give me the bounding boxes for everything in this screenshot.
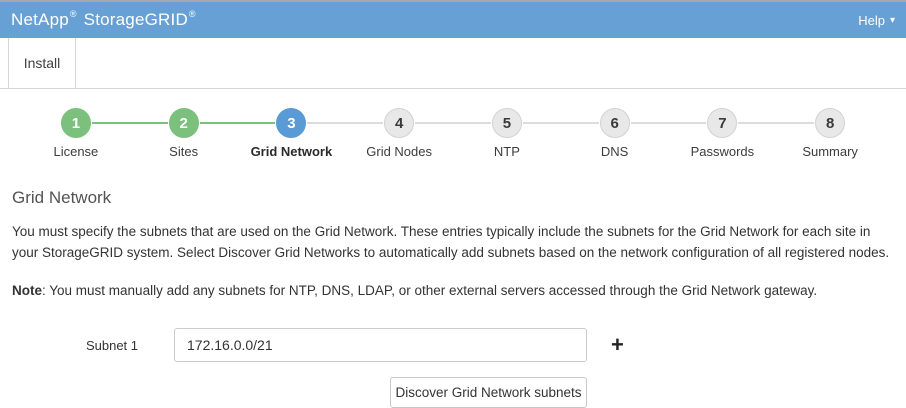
step-circle: 5 xyxy=(491,108,522,138)
tab-bar: Install xyxy=(0,38,906,89)
caret-down-icon: ▾ xyxy=(889,15,895,26)
discover-subnets-button[interactable]: Discover Grid Network subnets xyxy=(390,377,587,408)
note-body: : You must manually add any subnets for … xyxy=(42,283,818,298)
stepper-step-passwords[interactable]: 7 Passwords xyxy=(630,108,777,159)
note-label: Note xyxy=(12,283,42,298)
step-label: Passwords xyxy=(690,144,755,159)
step-circle: 4 xyxy=(384,108,415,138)
help-menu[interactable]: Help ▾ xyxy=(858,13,895,28)
button-row: Discover Grid Network subnets xyxy=(12,377,894,408)
brand-storagegrid: StorageGRID xyxy=(78,10,188,29)
app-header: NetApp® StorageGRID® Help ▾ xyxy=(0,2,906,38)
app-title: NetApp® StorageGRID® xyxy=(11,9,198,30)
step-label: NTP xyxy=(493,144,520,159)
stepper-step-grid-nodes[interactable]: 4 Grid Nodes xyxy=(307,108,453,159)
stepper-step-grid-network[interactable]: 3 Grid Network xyxy=(199,108,346,159)
stepper-step-license[interactable]: 1 License xyxy=(22,108,130,159)
subnet-row: Subnet 1 + xyxy=(12,328,894,362)
step-circle: 2 xyxy=(168,108,199,138)
step-circle: 3 xyxy=(276,108,307,138)
stepper-step-sites[interactable]: 2 Sites xyxy=(91,108,238,159)
step-circle: 1 xyxy=(60,108,91,138)
brand-netapp: NetApp xyxy=(11,10,69,29)
step-label: License xyxy=(53,144,99,159)
step-label: Sites xyxy=(169,144,199,159)
help-menu-label: Help xyxy=(858,12,885,28)
tab-install[interactable]: Install xyxy=(8,38,76,88)
subnet-1-input[interactable] xyxy=(174,328,587,362)
install-stepper: 1 License 2 Sites 3 Grid Network 4 Grid … xyxy=(0,108,906,159)
step-label: Grid Network xyxy=(250,144,333,159)
note-text: Note: You must manually add any subnets … xyxy=(12,280,894,301)
step-label: Summary xyxy=(802,144,858,159)
registered-mark-icon: ® xyxy=(188,9,196,20)
top-border xyxy=(0,0,906,2)
step-label: Grid Nodes xyxy=(366,144,432,159)
step-circle: 6 xyxy=(599,108,630,138)
subnet-1-label: Subnet 1 xyxy=(85,337,138,353)
step-circle: 8 xyxy=(815,108,846,138)
registered-mark-icon: ® xyxy=(69,9,77,20)
stepper-step-ntp[interactable]: 5 NTP xyxy=(415,108,561,159)
add-subnet-button[interactable]: + xyxy=(611,332,624,357)
description-text: You must specify the subnets that are us… xyxy=(12,224,890,260)
stepper-step-dns[interactable]: 6 DNS xyxy=(522,108,669,159)
step-circle: 7 xyxy=(707,108,738,138)
stepper-step-summary[interactable]: 8 Summary xyxy=(738,108,884,159)
page-title: Grid Network xyxy=(12,188,112,207)
step-label: DNS xyxy=(600,144,629,159)
main-content: Grid Network You must specify the subnet… xyxy=(0,188,906,408)
tab-install-label: Install xyxy=(23,55,61,71)
